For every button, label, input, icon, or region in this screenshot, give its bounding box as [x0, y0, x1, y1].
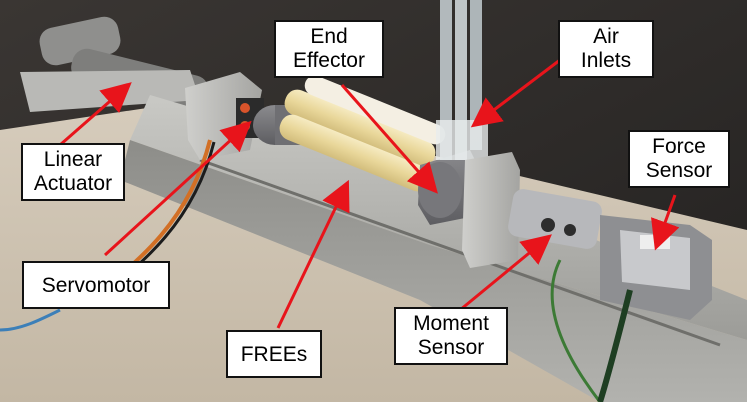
label-end-effector: End Effector: [274, 20, 384, 78]
label-end-effector-line1: End: [310, 25, 348, 48]
label-linear-actuator-line1: Linear: [43, 148, 103, 171]
label-servomotor-text: Servomotor: [41, 274, 151, 297]
label-linear-actuator-line2: Actuator: [33, 172, 113, 195]
label-linear-actuator: Linear Actuator: [21, 143, 125, 201]
label-moment-sensor: Moment Sensor: [394, 307, 508, 365]
label-air-inlets-line1: Air: [593, 25, 619, 48]
label-servomotor: Servomotor: [22, 261, 170, 309]
label-air-inlets-line2: Inlets: [580, 49, 632, 72]
label-force-sensor-line2: Sensor: [645, 159, 713, 182]
label-force-sensor: Force Sensor: [628, 130, 730, 188]
label-end-effector-line2: Effector: [293, 49, 365, 72]
label-air-inlets: Air Inlets: [558, 20, 654, 78]
label-moment-sensor-line2: Sensor: [417, 336, 485, 359]
label-frees: FREEs: [226, 330, 322, 378]
label-force-sensor-line1: Force: [652, 135, 706, 158]
label-moment-sensor-line1: Moment: [413, 312, 489, 335]
label-frees-text: FREEs: [240, 343, 308, 366]
